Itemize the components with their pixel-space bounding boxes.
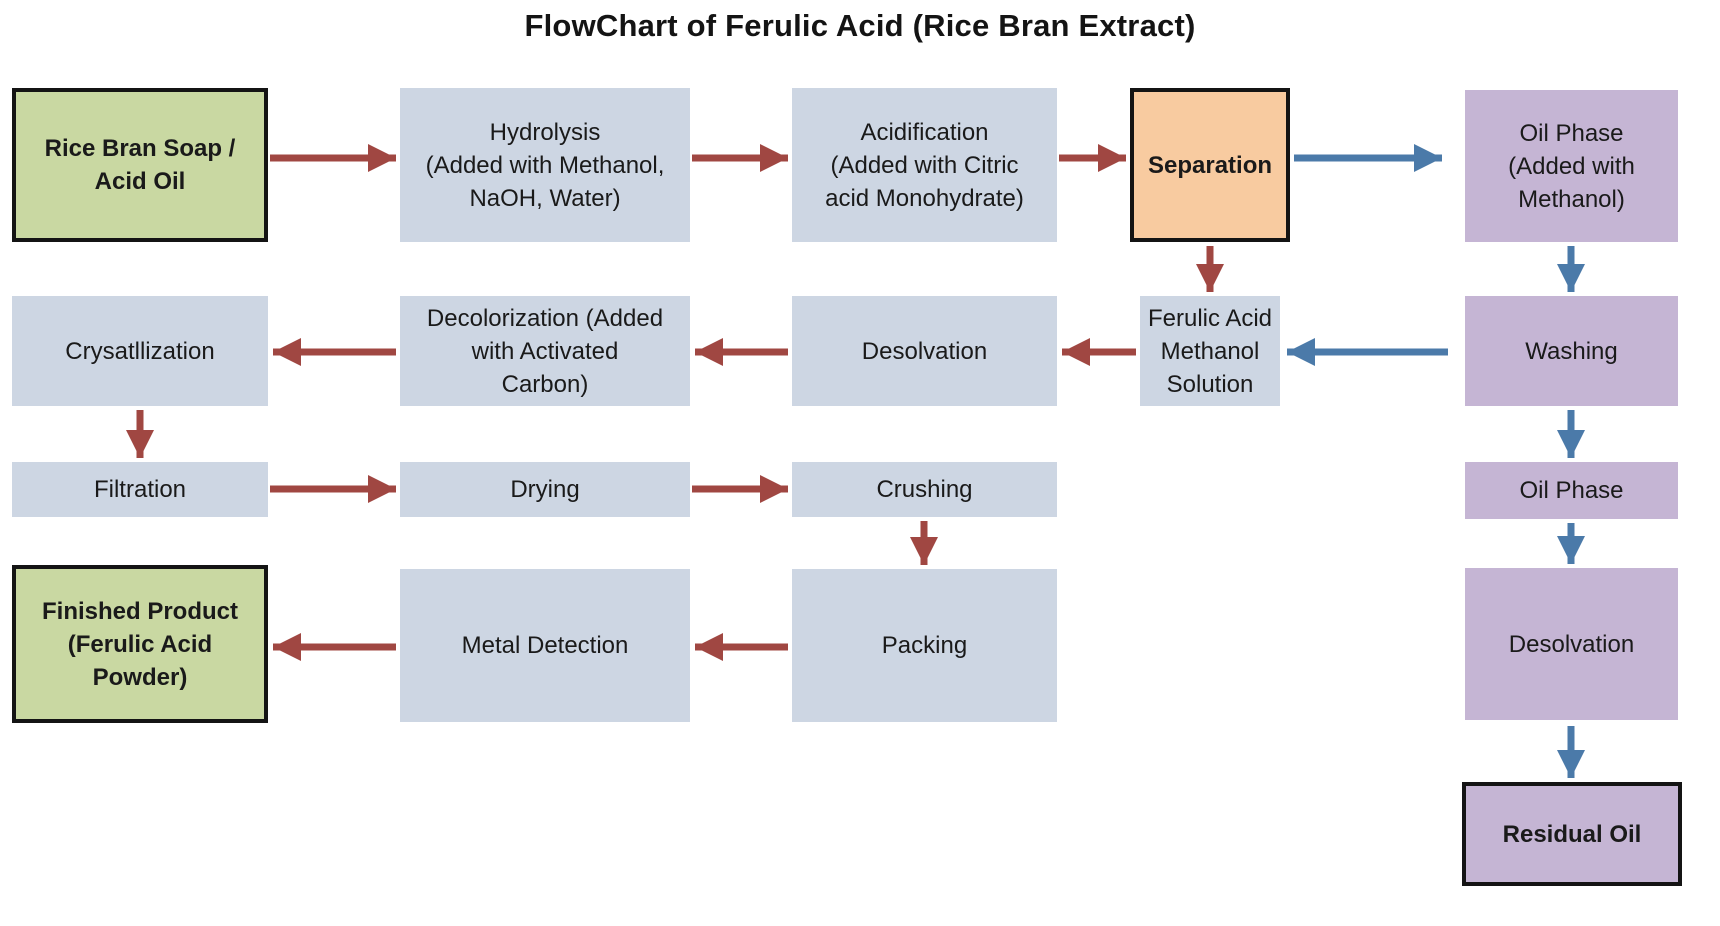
node-decolorization-label: Decolorization (Added with Activated Car… <box>426 304 664 398</box>
node-oil-phase-methanol-label: Oil Phase (Added with Methanol) <box>1508 119 1635 213</box>
node-ferulic-acid-solution: Ferulic Acid Methanol Solution <box>1140 296 1280 406</box>
node-oil-phase: Oil Phase <box>1465 462 1678 519</box>
node-packing-label: Packing <box>881 632 968 659</box>
node-oil-phase-methanol: Oil Phase (Added with Methanol) <box>1465 90 1678 242</box>
node-residual-oil-label: Residual Oil <box>1502 820 1642 848</box>
node-residual-oil: Residual Oil <box>1462 782 1682 886</box>
node-hydrolysis: Hydrolysis (Added with Methanol, NaOH, W… <box>400 88 690 242</box>
node-oil-phase-label: Oil Phase <box>1519 477 1624 504</box>
node-metal-detection: Metal Detection <box>400 569 690 722</box>
flowchart-title: FlowChart of Ferulic Acid (Rice Bran Ext… <box>524 8 1196 43</box>
node-filtration-label: Filtration <box>93 476 187 503</box>
node-filtration: Filtration <box>12 462 268 517</box>
node-hydrolysis-label: Hydrolysis (Added with Methanol, NaOH, W… <box>425 118 665 212</box>
node-finished-product-label: Finished Product (Ferulic Acid Powder) <box>41 597 238 691</box>
node-desolvation-main-label: Desolvation <box>861 337 988 365</box>
node-desolvation-oil-label: Desolvation <box>1508 630 1635 658</box>
node-crushing: Crushing <box>792 462 1057 517</box>
node-acidification-label: Acidification (Added with Citric acid Mo… <box>825 118 1024 212</box>
node-acidification: Acidification (Added with Citric acid Mo… <box>792 88 1057 242</box>
node-decolorization: Decolorization (Added with Activated Car… <box>400 296 690 406</box>
node-separation-label: Separation <box>1147 151 1273 179</box>
node-drying: Drying <box>400 462 690 517</box>
node-ferulic-acid-solution-label: Ferulic Acid Methanol Solution <box>1147 304 1273 398</box>
node-rice-bran-soap: Rice Bran Soap / Acid Oil <box>12 88 268 242</box>
node-metal-detection-label: Metal Detection <box>461 632 629 659</box>
node-drying-label: Drying <box>510 476 580 503</box>
node-desolvation-oil: Desolvation <box>1465 568 1678 720</box>
node-rice-bran-soap-label: Rice Bran Soap / Acid Oil <box>44 135 236 195</box>
node-finished-product: Finished Product (Ferulic Acid Powder) <box>12 565 268 723</box>
node-crushing-label: Crushing <box>876 476 973 503</box>
node-washing: Washing <box>1465 296 1678 406</box>
node-crysatllization: Crysatllization <box>12 296 268 406</box>
node-crysatllization-label: Crysatllization <box>65 337 215 365</box>
node-desolvation-main: Desolvation <box>792 296 1057 406</box>
node-packing: Packing <box>792 569 1057 722</box>
node-washing-label: Washing <box>1525 337 1618 365</box>
node-separation: Separation <box>1130 88 1290 242</box>
